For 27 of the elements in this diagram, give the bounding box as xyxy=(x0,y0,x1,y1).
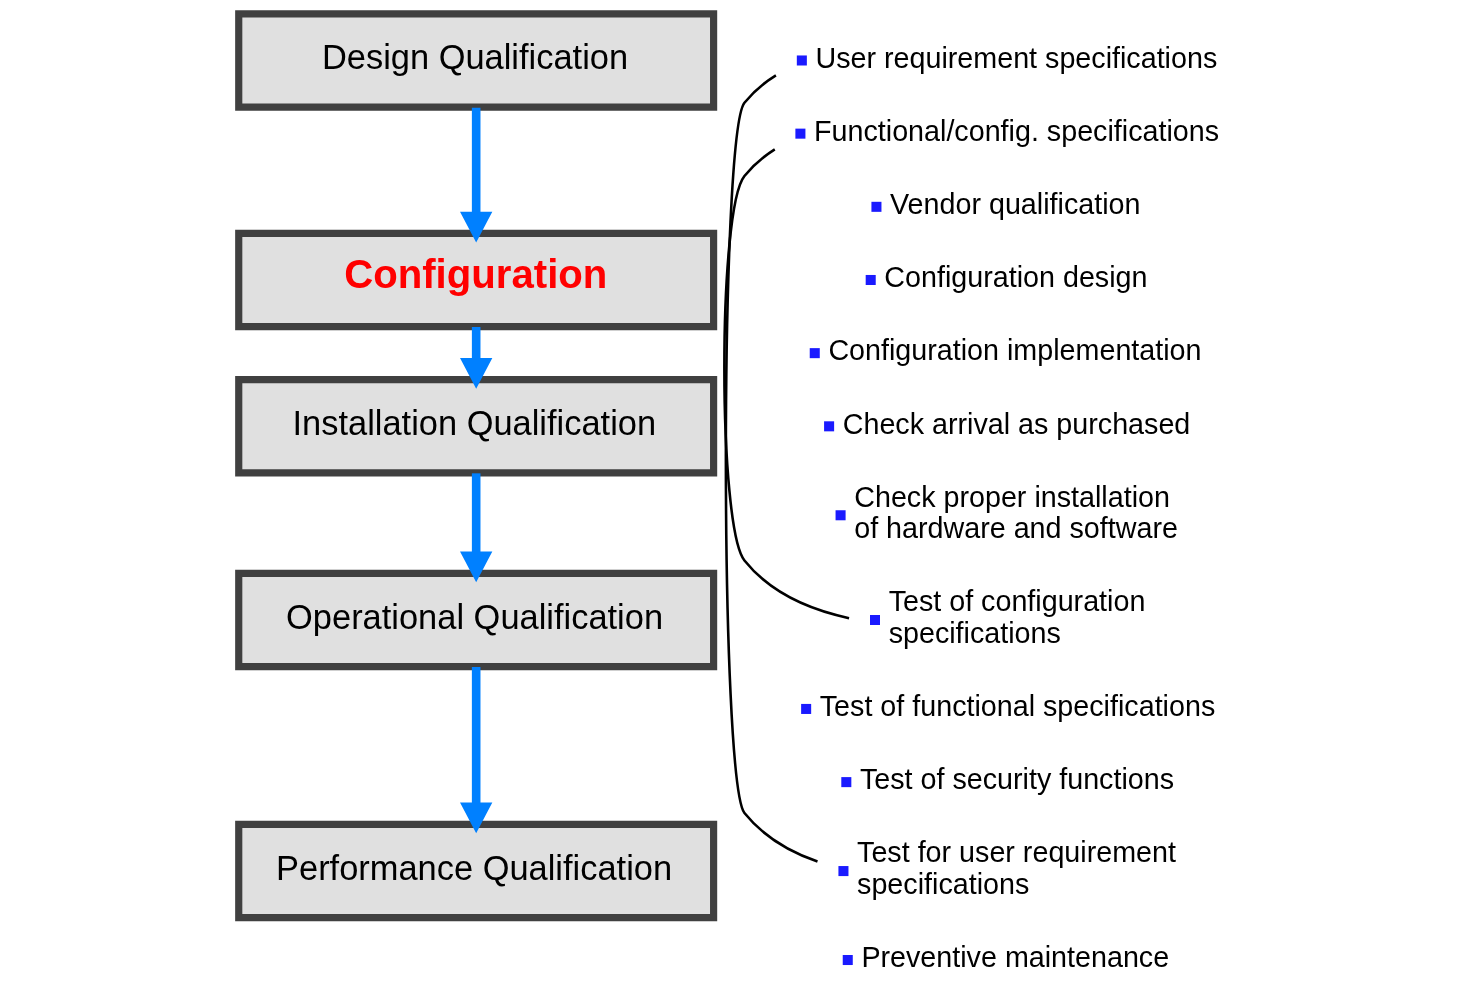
label: Test of functional specifications xyxy=(819,690,1216,723)
node-box: Operational Qualification xyxy=(235,569,718,671)
label: Vendor qualification xyxy=(890,187,1141,220)
node-label: User requirement specifications xyxy=(815,41,1218,74)
label: Configuration design xyxy=(884,261,1148,294)
node-box xyxy=(796,55,807,66)
label: Configuration implementation xyxy=(828,334,1202,367)
arrow xyxy=(460,473,493,583)
node-box: Installation Qualification xyxy=(235,376,718,477)
node-box xyxy=(795,128,806,139)
node-box: Design Qualification xyxy=(235,10,718,111)
node-box xyxy=(870,615,881,625)
node-box: Performance Qualification xyxy=(235,820,718,922)
label: Preventive maintenance xyxy=(861,941,1170,974)
connector xyxy=(723,148,850,620)
arrow xyxy=(460,107,493,243)
label: Check arrival as purchased xyxy=(842,407,1191,440)
arrow xyxy=(460,327,493,389)
arrow xyxy=(460,667,493,834)
node-label: Test of configuration specifications xyxy=(888,585,1146,649)
node-box xyxy=(838,866,849,877)
connector xyxy=(724,74,818,863)
label: Check proper installation of hardware and software xyxy=(854,480,1178,545)
label: Test of security functions xyxy=(859,763,1175,796)
node-label: Functional/config. specifications xyxy=(814,114,1220,147)
node-label: Test for user requirement specifications xyxy=(857,836,1176,901)
node-box: Configuration xyxy=(235,229,718,331)
